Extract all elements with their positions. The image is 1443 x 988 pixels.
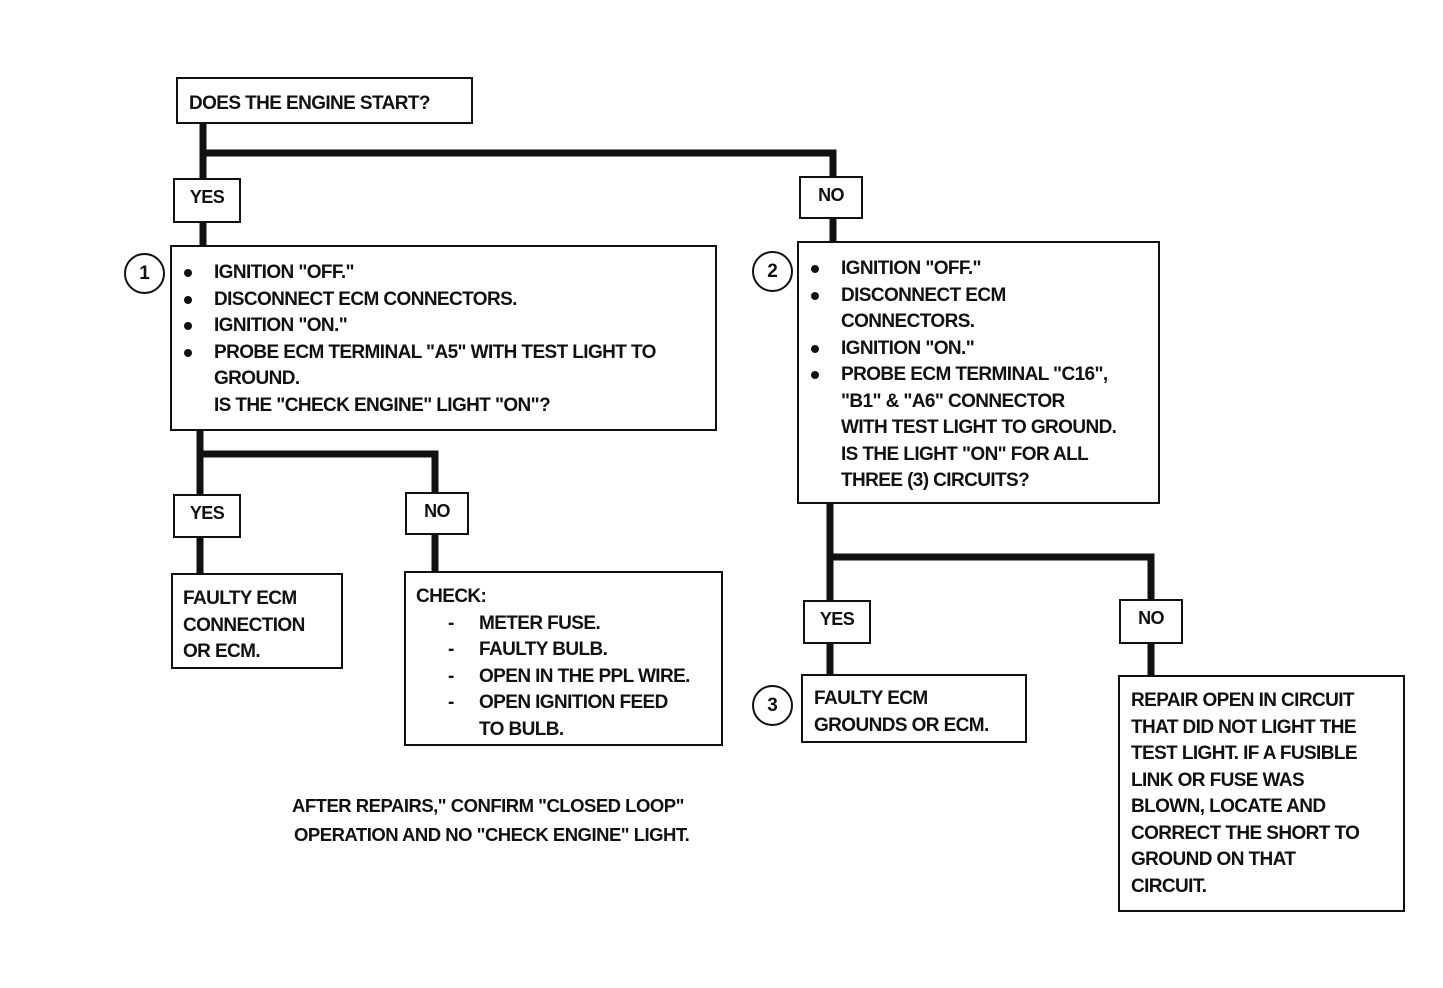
connector-step2-no bbox=[826, 553, 1155, 603]
check-title: CHECK: bbox=[416, 586, 487, 607]
result-line: CONNECTION bbox=[183, 614, 305, 636]
label-step1-no: NO bbox=[405, 492, 469, 535]
step-3-box: FAULTY ECM GROUNDS OR ECM. bbox=[801, 674, 1027, 743]
step-1-checklist: IGNITION "OFF." DISCONNECT ECM CONNECTOR… bbox=[182, 260, 707, 366]
result-faulty-connection-box: FAULTY ECM CONNECTION OR ECM. bbox=[171, 573, 343, 669]
step-2-item: IGNITION "ON." bbox=[809, 336, 1152, 363]
step-1-continuation: GROUND. bbox=[214, 368, 300, 389]
step-1-question: IS THE "CHECK ENGINE" LIGHT "ON"? bbox=[214, 394, 551, 416]
step-2-question: THREE (3) CIRCUITS? bbox=[841, 470, 1030, 491]
step-2-item-continuation: "B1" & "A6" CONNECTOR bbox=[841, 390, 1065, 412]
label-step2-no: NO bbox=[1119, 599, 1183, 644]
repair-line: CIRCUIT. bbox=[1131, 875, 1207, 897]
step-2-item-text: DISCONNECT ECM bbox=[841, 284, 1006, 306]
step-1-item: IGNITION "OFF." bbox=[182, 260, 707, 287]
connector-start-no bbox=[199, 149, 837, 180]
step-1-box: IGNITION "OFF." DISCONNECT ECM CONNECTOR… bbox=[170, 245, 717, 431]
step-2-item: PROBE ECM TERMINAL "C16", "B1" & "A6" CO… bbox=[809, 362, 1152, 495]
repair-line: CORRECT THE SHORT TO bbox=[1131, 822, 1360, 844]
start-question-box: DOES THE ENGINE START? bbox=[176, 77, 473, 124]
step-2-item: DISCONNECT ECM CONNECTORS. bbox=[809, 283, 1152, 336]
repair-line: THAT DID NOT LIGHT THE bbox=[1131, 716, 1357, 738]
step-2-question: IS THE LIGHT "ON" FOR ALL bbox=[841, 443, 1089, 465]
label-start-no: NO bbox=[799, 176, 863, 219]
step-2-checklist: IGNITION "OFF." DISCONNECT ECM CONNECTOR… bbox=[809, 256, 1152, 495]
check-item: OPEN IN THE PPL WIRE. bbox=[446, 664, 715, 691]
result-check-box: CHECK: METER FUSE. FAULTY BULB. OPEN IN … bbox=[404, 571, 723, 746]
step-3-line: FAULTY ECM bbox=[814, 688, 928, 709]
connector-step1-no bbox=[196, 450, 439, 496]
start-question-text: DOES THE ENGINE START? bbox=[189, 93, 430, 114]
step-2-box: IGNITION "OFF." DISCONNECT ECM CONNECTOR… bbox=[797, 241, 1160, 504]
repair-line: TEST LIGHT. IF A FUSIBLE bbox=[1131, 743, 1358, 764]
step-2-item-continuation: CONNECTORS. bbox=[841, 311, 975, 332]
result-repair-box: REPAIR OPEN IN CIRCUIT THAT DID NOT LIGH… bbox=[1118, 675, 1405, 912]
check-item: OPEN IGNITION FEED TO BULB. bbox=[446, 690, 715, 743]
step-2-item-text: PROBE ECM TERMINAL "C16", bbox=[841, 364, 1108, 385]
check-item: FAULTY BULB. bbox=[446, 637, 715, 664]
step-1-item: IGNITION "ON." bbox=[182, 313, 707, 340]
repair-line: BLOWN, LOCATE AND bbox=[1131, 796, 1326, 817]
step-3-marker: 3 bbox=[752, 685, 793, 726]
repair-line: LINK OR FUSE WAS bbox=[1131, 769, 1305, 791]
label-start-yes: YES bbox=[173, 178, 241, 223]
step-1-item: PROBE ECM TERMINAL "A5" WITH TEST LIGHT … bbox=[182, 340, 707, 367]
label-step1-yes: YES bbox=[173, 494, 241, 538]
check-list: METER FUSE. FAULTY BULB. OPEN IN THE PPL… bbox=[416, 611, 715, 744]
result-line: OR ECM. bbox=[183, 641, 261, 662]
check-item-text: OPEN IGNITION FEED bbox=[479, 692, 668, 713]
footer-note-line-1: AFTER REPAIRS," CONFIRM "CLOSED LOOP" bbox=[292, 795, 684, 816]
result-line: FAULTY ECM bbox=[183, 588, 297, 609]
label-step2-yes: YES bbox=[803, 600, 871, 644]
footer-note-line-2: OPERATION AND NO "CHECK ENGINE" LIGHT. bbox=[294, 824, 690, 845]
step-3-line: GROUNDS OR ECM. bbox=[814, 714, 989, 736]
check-item-continuation: TO BULB. bbox=[479, 718, 564, 740]
step-1-marker: 1 bbox=[124, 253, 165, 294]
step-1-item: DISCONNECT ECM CONNECTORS. bbox=[182, 287, 707, 314]
repair-line: REPAIR OPEN IN CIRCUIT bbox=[1131, 690, 1355, 711]
repair-line: GROUND ON THAT bbox=[1131, 849, 1296, 870]
check-item: METER FUSE. bbox=[446, 611, 715, 638]
step-2-item-continuation: WITH TEST LIGHT TO GROUND. bbox=[841, 417, 1117, 438]
step-2-marker: 2 bbox=[752, 251, 793, 292]
step-2-item: IGNITION "OFF." bbox=[809, 256, 1152, 283]
